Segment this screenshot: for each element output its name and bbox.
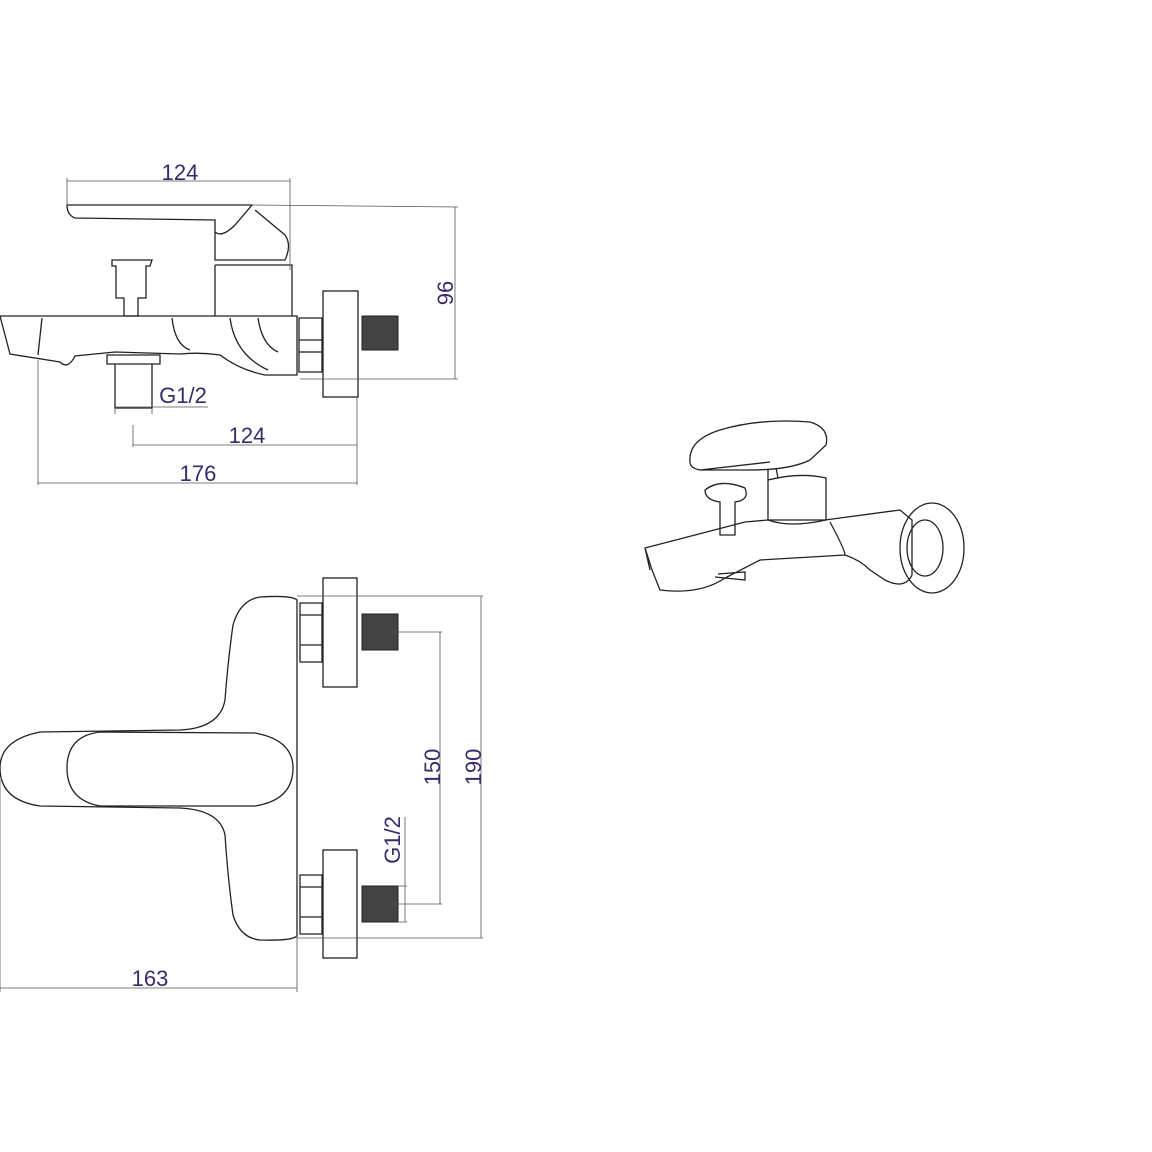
- inlet-thread: [361, 315, 399, 351]
- dim-line-height: [251, 204, 459, 380]
- dim-outlet-thread: G1/2: [159, 383, 207, 408]
- flange-bottom: [322, 849, 358, 959]
- iso-flange-inner: [906, 519, 944, 577]
- mixer-body: [214, 209, 293, 316]
- nut: [298, 317, 323, 373]
- diverter-knob: [111, 259, 153, 317]
- dim-line-inlet-thread: [398, 817, 407, 923]
- body-outline: [0, 595, 298, 941]
- dim-lever-length: 124: [162, 160, 199, 185]
- dim-height: 96: [433, 281, 458, 305]
- iso-lever: [689, 420, 828, 471]
- side-view: 124 96 G1/2 124 176: [0, 160, 459, 486]
- flange-top: [322, 577, 358, 688]
- thread-bottom: [361, 885, 399, 923]
- dim-line-depth: [0, 780, 298, 992]
- spout-body: [0, 315, 298, 376]
- dim-line-width: [297, 595, 483, 939]
- thread-top: [361, 613, 399, 651]
- top-view: 150 190 G1/2 163: [0, 577, 486, 992]
- iso-flange: [899, 502, 965, 594]
- dim-total-width: 190: [461, 749, 486, 786]
- dim-line-outlet-to-wall: [132, 397, 358, 485]
- dim-inlet-spacing: 150: [420, 749, 445, 786]
- dim-total-depth: 176: [180, 461, 217, 486]
- dim-inlet-thread: G1/2: [380, 816, 405, 864]
- iso-body: [767, 467, 827, 525]
- nut-bottom: [299, 874, 323, 935]
- dim-line-outlet-thread: [114, 406, 208, 414]
- dim-outlet-to-wall: 124: [229, 423, 266, 448]
- dim-depth: 163: [132, 966, 169, 991]
- isometric-view: [644, 420, 965, 594]
- iso-diverter: [704, 482, 747, 536]
- dim-line-total-depth: [37, 360, 357, 485]
- outlet: [106, 354, 161, 409]
- dim-line-lever: [66, 178, 291, 270]
- iso-spout: [644, 509, 913, 592]
- wall-flange: [322, 290, 359, 398]
- lever: [66, 204, 254, 235]
- lever-top: [66, 731, 294, 807]
- nut-top: [299, 602, 323, 663]
